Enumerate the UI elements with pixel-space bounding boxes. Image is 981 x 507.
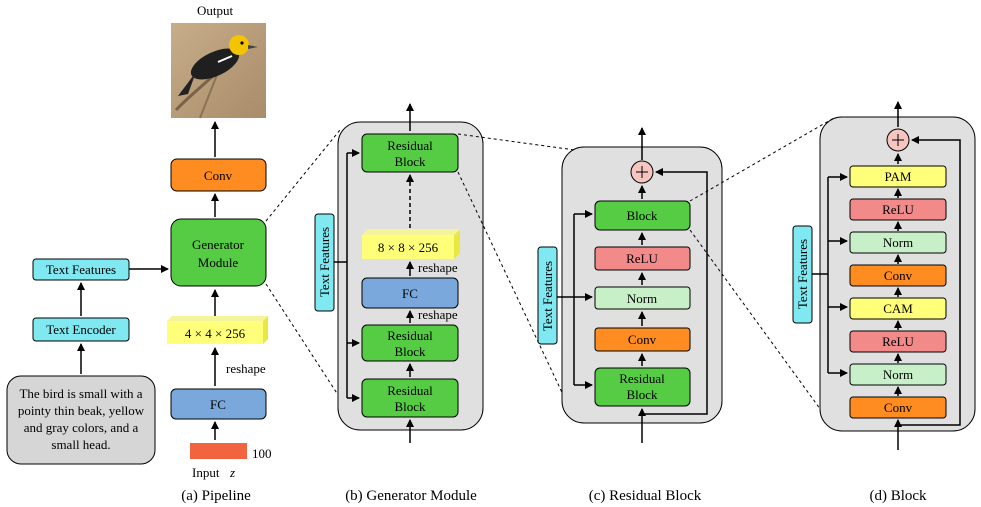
zoom-line-b-c-bottom — [457, 171, 576, 421]
svg-text:Block: Block — [626, 387, 658, 402]
generator-caption: (b) Generator Module — [345, 488, 477, 504]
svg-text:Conv: Conv — [628, 332, 657, 347]
text-encoder-box: Text Encoder — [32, 317, 130, 342]
block-layer-label: Conv — [884, 400, 913, 415]
block-layer-label: Conv — [884, 268, 913, 283]
generator-module-label-1: Generator — [192, 237, 245, 252]
gen-tensor-block: 8 × 8 × 256 — [362, 229, 460, 259]
block-layer-pam-0: PAM — [849, 165, 947, 188]
block-layer-label: Norm — [883, 367, 913, 382]
res-relu-box: ReLU — [594, 246, 691, 271]
input-variable: z — [229, 465, 235, 480]
block-text-features-box: Text Features — [792, 225, 813, 324]
svg-text:Block: Block — [626, 208, 658, 223]
generator-module-panel: Residual Block 8 × 8 × 256 reshape FC re… — [314, 103, 484, 504]
svg-text:Block: Block — [394, 344, 426, 359]
svg-text:Norm: Norm — [627, 291, 657, 306]
pipeline-conv-label: Conv — [204, 168, 233, 183]
block-caption: (d) Block — [869, 488, 927, 504]
block-layer-cam-4: CAM — [849, 297, 947, 320]
pipeline-fc-label: FC — [210, 397, 226, 412]
gen-reshape-top: reshape — [418, 260, 458, 275]
pipeline-fc-box: FC — [170, 388, 267, 420]
zoom-line-a-b-top — [265, 129, 341, 222]
residual-block-panel: Block ReLU Norm Conv Residual Block Text… — [537, 127, 723, 504]
gen-reshape-bottom: reshape — [418, 307, 458, 322]
svg-text:Block: Block — [394, 154, 426, 169]
noise-vector — [190, 443, 247, 459]
gen-residual-block-top: Residual Block — [361, 133, 459, 173]
caption-line-2: pointy thin beak, yellow — [18, 403, 145, 418]
generator-module-label-2: Module — [198, 255, 239, 270]
zoom-line-c-d-top — [689, 117, 835, 202]
svg-text:Residual: Residual — [619, 371, 665, 386]
block-layer-label: ReLU — [882, 334, 914, 349]
res-conv-box: Conv — [594, 327, 691, 352]
svg-text:Residual: Residual — [387, 328, 433, 343]
res-skip-connection — [642, 168, 708, 415]
block-layer-label: ReLU — [882, 202, 914, 217]
zoom-line-b-c-top — [457, 133, 576, 151]
svg-text:Residual: Residual — [387, 383, 433, 398]
input-caption-box: The bird is small with a pointy thin bea… — [6, 375, 156, 465]
block-layer-relu-1: ReLU — [849, 198, 947, 221]
res-norm-box: Norm — [594, 286, 691, 310]
pipeline-tensor-label: 4 × 4 × 256 — [185, 326, 246, 341]
block-layer-conv-7: Conv — [849, 396, 947, 419]
svg-text:ReLU: ReLU — [626, 251, 658, 266]
res-text-features-box: Text Features — [537, 246, 558, 345]
block-layer-label: Norm — [883, 235, 913, 250]
block-layer-label: PAM — [885, 169, 912, 184]
zoom-line-c-d-bottom — [689, 229, 835, 429]
pipeline-tensor-block: 4 × 4 × 256 — [167, 316, 268, 344]
block-layer-relu-5: ReLU — [849, 330, 947, 353]
svg-text:Block: Block — [394, 399, 426, 414]
generator-module-box: Generator Module — [170, 218, 267, 287]
pipeline-conv-box: Conv — [170, 158, 267, 192]
output-label: Output — [197, 3, 234, 18]
svg-text:FC: FC — [402, 286, 418, 301]
svg-text:Text Features: Text Features — [317, 227, 332, 297]
block-layer-conv-3: Conv — [849, 264, 947, 287]
text-encoder-label: Text Encoder — [46, 322, 116, 337]
gen-residual-block-bottom: Residual Block — [361, 378, 459, 418]
pipeline-reshape-label: reshape — [226, 361, 266, 376]
gen-text-features-box: Text Features — [314, 213, 335, 312]
output-bird-image — [171, 23, 266, 119]
gen-tensor-label: 8 × 8 × 256 — [378, 240, 439, 255]
res-block-box: Block — [594, 200, 691, 231]
caption-line-4: small head. — [51, 437, 110, 452]
caption-line-1: The bird is small with a — [19, 386, 142, 401]
block-layer-norm-6: Norm — [849, 363, 947, 386]
res-add-node — [630, 160, 654, 184]
input-label: Input — [192, 465, 220, 480]
pipeline-caption: (a) Pipeline — [181, 488, 251, 504]
svg-text:Text Features: Text Features — [540, 261, 555, 331]
block-skip-connection — [898, 136, 961, 426]
pipeline-panel: Output Conv Generator Module — [6, 3, 272, 504]
noise-dim-label: 100 — [252, 446, 272, 461]
res-residual-block-box: Residual Block — [594, 367, 691, 407]
block-add-node — [886, 128, 910, 152]
svg-text:Residual: Residual — [387, 138, 433, 153]
zoom-line-a-b-bottom — [265, 283, 341, 399]
pipeline-text-features-box: Text Features — [32, 258, 130, 281]
block-layer-label: CAM — [883, 301, 913, 316]
caption-line-3: and gray colors, and a — [24, 420, 139, 435]
block-layer-norm-2: Norm — [849, 231, 947, 254]
residual-caption: (c) Residual Block — [589, 488, 702, 504]
gen-residual-block-middle: Residual Block — [361, 324, 459, 362]
gen-fc-box: FC — [361, 277, 459, 309]
pipeline-text-features-label: Text Features — [46, 262, 116, 277]
svg-text:Text Features: Text Features — [795, 239, 810, 309]
